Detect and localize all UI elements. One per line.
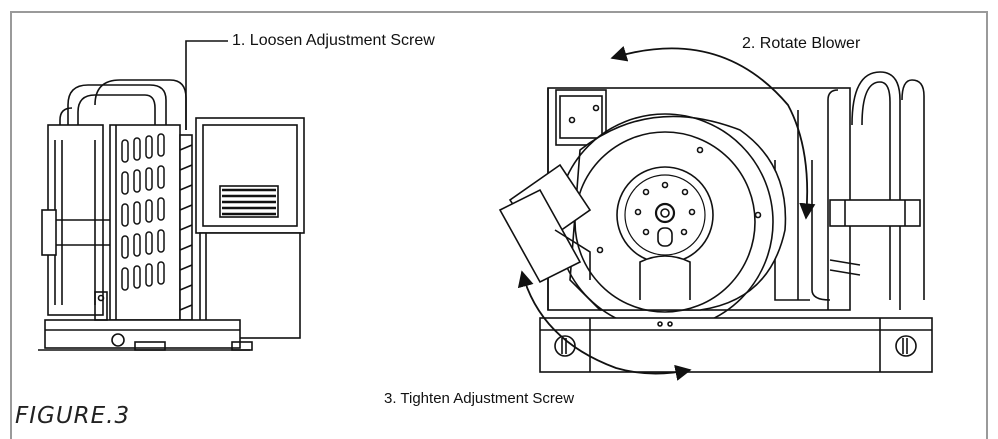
front-view-unit xyxy=(498,71,933,373)
frame-border xyxy=(10,11,988,439)
leader-line-screw xyxy=(185,40,228,130)
rotate-arrow-top xyxy=(610,45,816,220)
side-view-unit xyxy=(38,79,305,351)
rotate-arrow-bottom xyxy=(517,270,692,381)
step3-label: 3. Tighten Adjustment Screw xyxy=(384,390,575,407)
figure-caption: FIGURE.3 xyxy=(15,403,131,429)
plate-slots xyxy=(121,133,165,291)
blower-grille xyxy=(222,188,276,216)
step2-label: 2. Rotate Blower xyxy=(742,35,861,52)
step1-label: 1. Loosen Adjustment Screw xyxy=(232,32,435,49)
